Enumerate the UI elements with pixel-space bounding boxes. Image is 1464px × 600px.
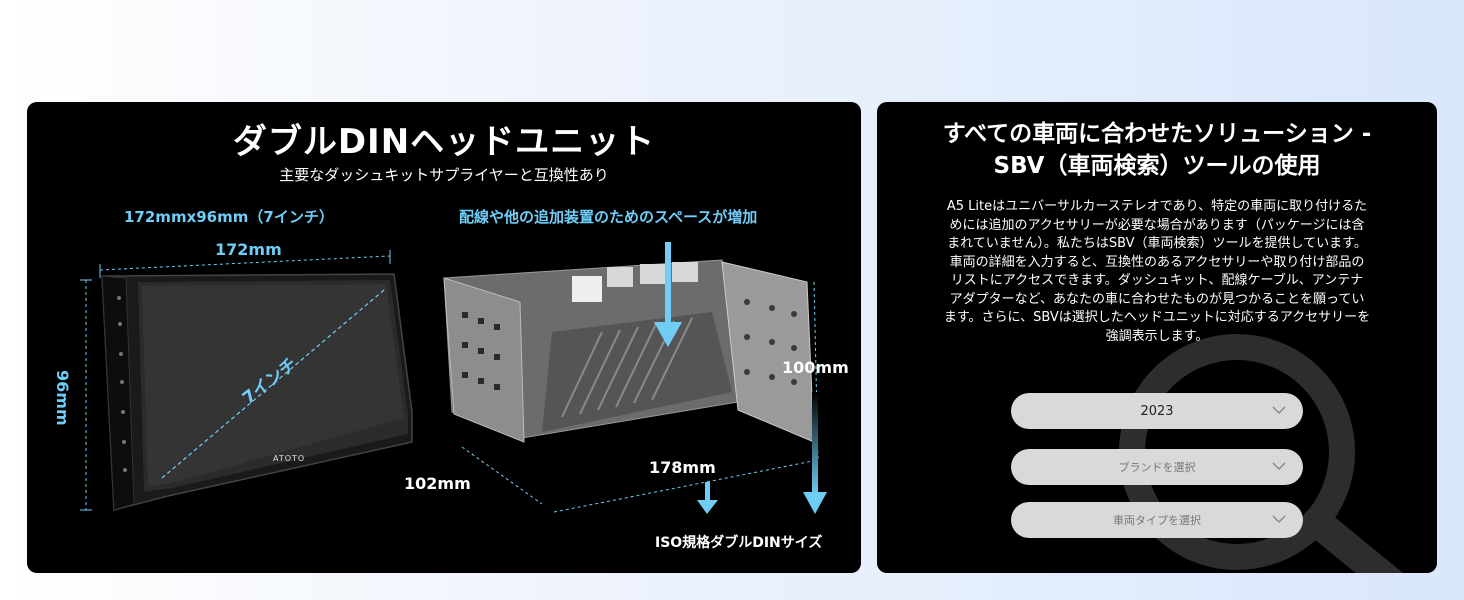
panel-title: ダブルDINヘッドユニット [232, 122, 656, 162]
sbv-title-line1: すべての車両に合わせたソリューション - [942, 121, 1372, 147]
description-line: まれていません）。私たちはSBV（車両検索）ツールを提供しています。 [947, 236, 1367, 251]
brand-select-placeholder: ブランドを選択 [1118, 461, 1196, 474]
chevron-down-icon [1272, 406, 1286, 415]
description-line: 強調表示します。 [1105, 328, 1209, 344]
vehicle-type-select[interactable]: 車両タイプを選択 [1011, 502, 1303, 538]
brand-logo: ATOTO [273, 454, 306, 463]
description-line: ます。さらに、SBVは選択したヘッドユニットに対応するアクセサリーを [943, 310, 1371, 325]
space-label: 配線や他の追加装置のためのスペースが増加 [459, 208, 758, 226]
brand-select[interactable]: ブランドを選択 [1011, 449, 1303, 485]
chassis-illustration [443, 242, 819, 514]
head-unit-illustration [80, 250, 413, 511]
sbv-title: すべての車両に合わせたソリューション - SBV（車両検索）ツールの使用 [877, 118, 1437, 182]
description-line: アダプターなど、あなたの車に合わせたものが見つかることを願ってい [949, 291, 1365, 307]
screen-size-label: 172mmx96mm（7インチ） [124, 208, 334, 226]
description-line: めには追加のアクセサリーが必要な場合があります（パッケージには含 [949, 217, 1365, 233]
description-line: 車両の詳細を入力すると、互換性のあるアクセサリーや取り付け部品の [949, 254, 1365, 270]
side-label: 102mm [404, 474, 471, 493]
sbv-description: A5 Liteはユニバーサルカーステレオであり、特定の車両に取り付けるた めには… [897, 198, 1417, 346]
width-label: 172mm [215, 240, 282, 259]
chevron-down-icon [1272, 515, 1286, 524]
year-select-value: 2023 [1140, 403, 1174, 419]
sbv-panel: すべての車両に合わせたソリューション - SBV（車両検索）ツールの使用 A5 … [877, 102, 1437, 573]
depth-label: 178mm [649, 458, 716, 477]
unit-height-label: 100mm [782, 358, 849, 377]
head-unit-panel: ダブルDINヘッドユニット 主要なダッシュキットサプライヤーと互換性あり 172… [27, 102, 861, 573]
chevron-down-icon [1272, 462, 1286, 471]
height-label: 96mm [53, 370, 72, 426]
iso-label: ISO規格ダブルDINサイズ [655, 535, 823, 551]
vehicle-type-select-placeholder: 車両タイプを選択 [1113, 514, 1201, 527]
sbv-title-line2: SBV（車両検索）ツールの使用 [993, 153, 1321, 179]
description-line: A5 Liteはユニバーサルカーステレオであり、特定の車両に取り付けるた [946, 199, 1368, 214]
height-arrow [803, 392, 827, 514]
description-line: リストにアクセスできます。ダッシュキット、配線ケーブル、アンテナ [950, 273, 1364, 288]
panel-subtitle: 主要なダッシュキットサプライヤーと互換性あり [279, 166, 609, 184]
year-select[interactable]: 2023 [1011, 393, 1303, 429]
